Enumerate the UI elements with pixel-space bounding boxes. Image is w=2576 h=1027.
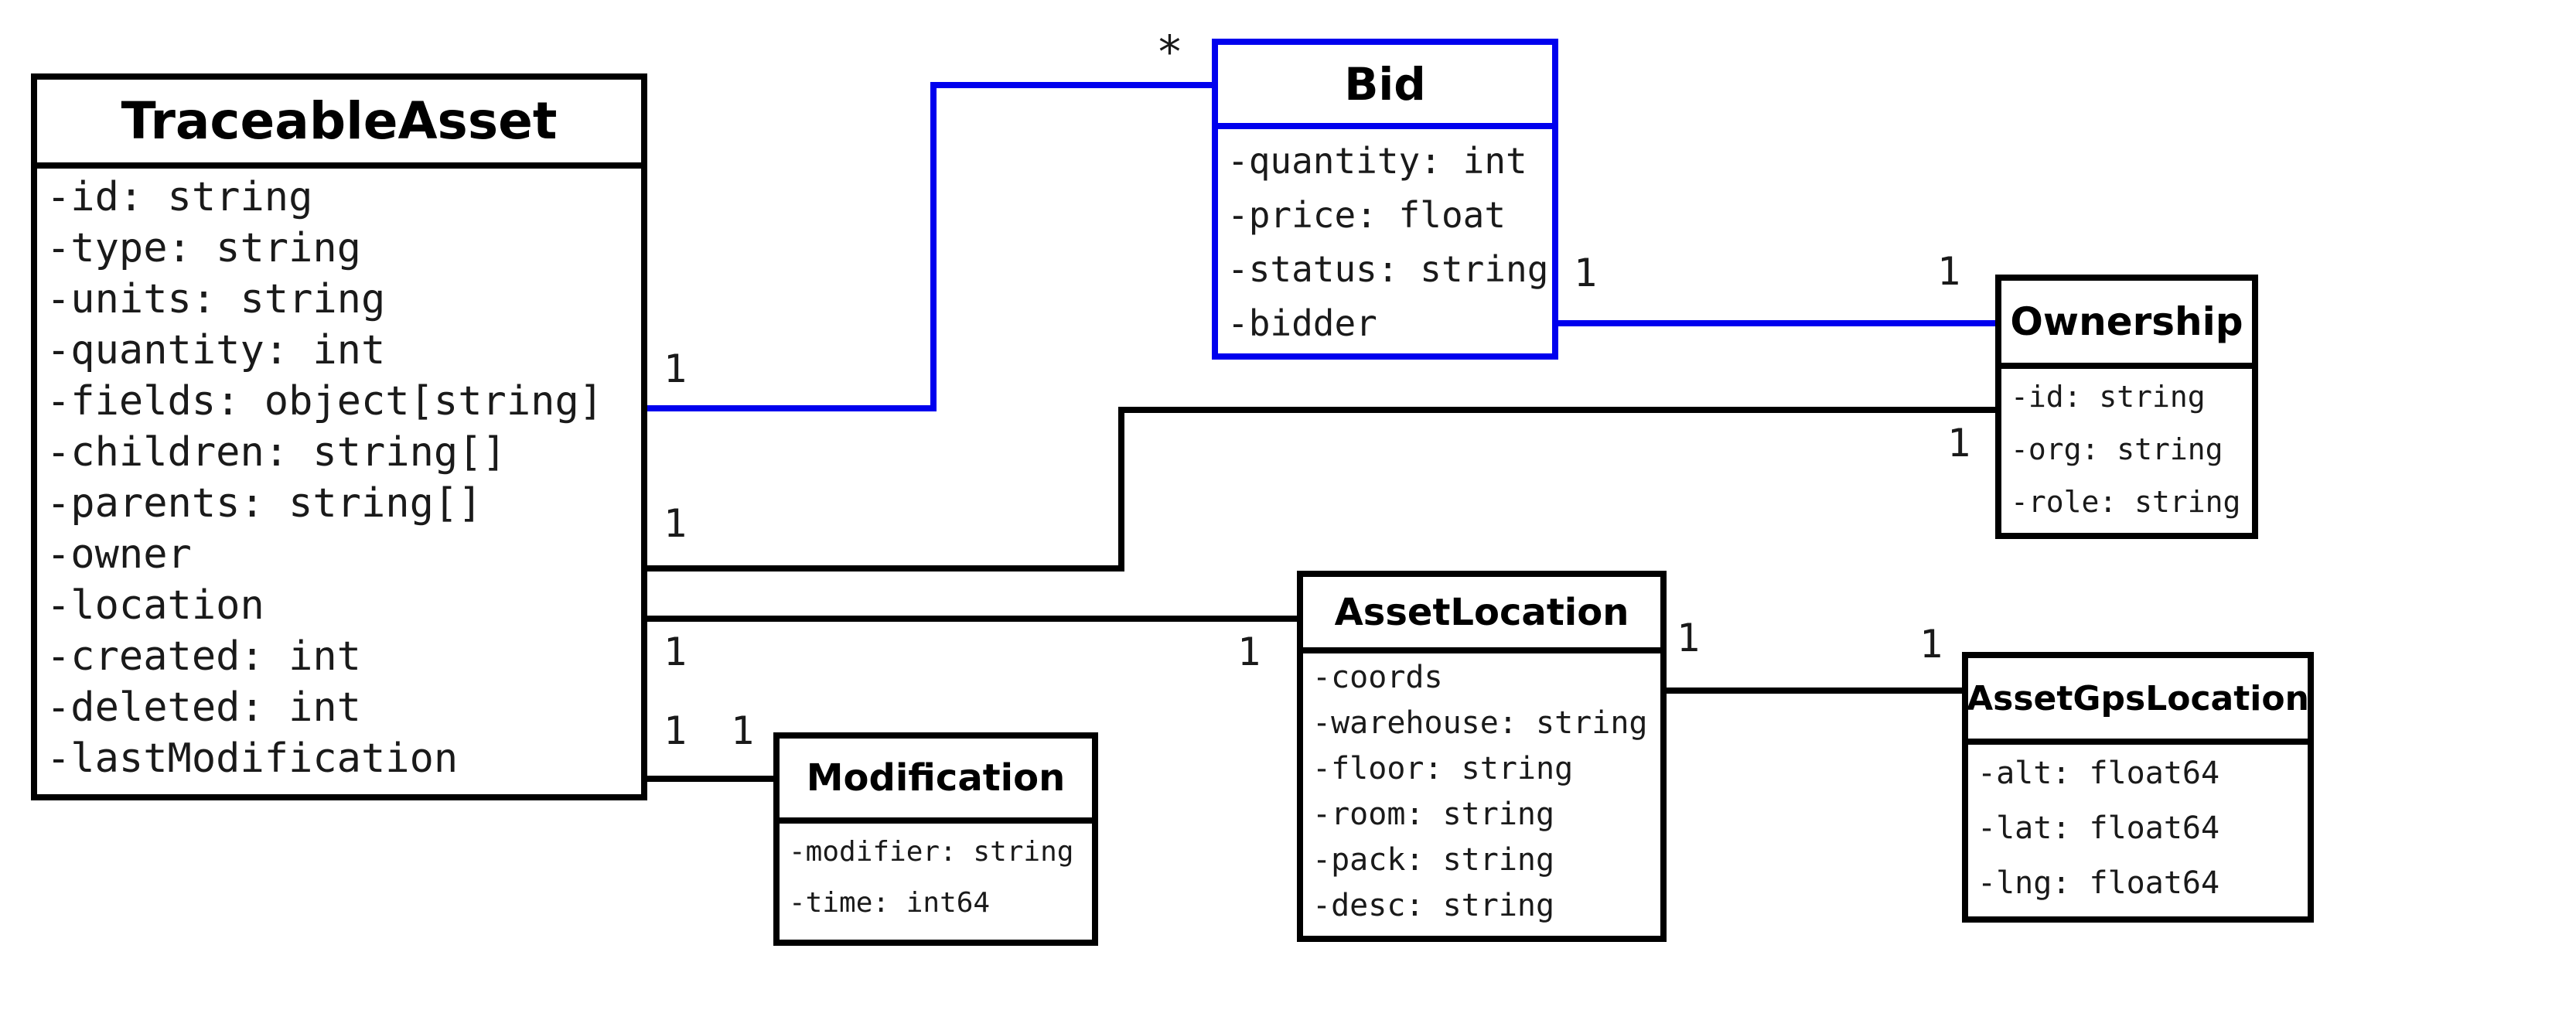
class-attribute: -fields: object[string] [46, 378, 604, 425]
multiplicity-label: 1 [731, 708, 755, 753]
class-attribute: -units: string [46, 276, 386, 322]
association-traceableasset-assetlocation-segment [647, 616, 1297, 622]
class-attribute: -lastModification [46, 735, 459, 782]
class-box-traceableasset: TraceableAsset -id: string -type: string… [31, 73, 647, 800]
class-attribute: -desc: string [1312, 888, 1555, 923]
association-traceableasset-modification-segment [647, 776, 773, 782]
multiplicity-label: 1 [1237, 630, 1261, 674]
class-title-assetlocation: AssetLocation [1303, 577, 1660, 653]
class-attribute: -parents: string[] [46, 480, 483, 527]
class-attribute: -quantity: int [46, 327, 386, 374]
class-attribute: -floor: string [1312, 751, 1574, 786]
multiplicity-label: 1 [1574, 251, 1598, 295]
class-attribute: -room: string [1312, 797, 1555, 832]
class-box-ownership: Ownership -id: string -org: string -role… [1995, 275, 2258, 539]
class-attribute: -created: int [46, 633, 361, 680]
class-attribute: -bidder [1227, 302, 1377, 344]
multiplicity-label: * [1156, 26, 1183, 78]
association-bid-ownership-segment [1558, 320, 1995, 326]
class-attribute: -coords [1312, 660, 1443, 695]
class-title-ownership: Ownership [2001, 281, 2252, 369]
multiplicity-label: 1 [1677, 616, 1701, 660]
class-attribute: -modifier: string [789, 836, 1074, 868]
class-attribute: -location [46, 582, 264, 629]
class-box-assetlocation: AssetLocation -coords -warehouse: string… [1297, 571, 1667, 942]
association-traceableasset-bid-segment [930, 82, 1212, 88]
association-traceableasset-ownership-segment [647, 565, 1124, 572]
class-attribute: -children: string[] [46, 429, 507, 476]
class-attribute: -price: float [1227, 194, 1506, 236]
multiplicity-label: 1 [664, 708, 688, 753]
class-attribute: -warehouse: string [1312, 705, 1648, 741]
class-box-modification: Modification -modifier: string -time: in… [773, 732, 1098, 946]
multiplicity-label: 1 [664, 630, 688, 674]
class-title-assetgpslocation: AssetGpsLocation [1967, 658, 2309, 745]
association-traceableasset-ownership-segment [1118, 407, 1124, 572]
class-title-modification: Modification [780, 739, 1092, 824]
association-assetlocation-assetgpslocation-segment [1667, 688, 1962, 694]
class-attribute: -id: string [46, 174, 313, 220]
class-attribute: -time: int64 [789, 887, 991, 919]
class-attribute: -status: string [1227, 248, 1549, 290]
multiplicity-label: 1 [664, 501, 688, 546]
class-attribute: -type: string [46, 225, 361, 271]
association-traceableasset-bid-segment [647, 405, 937, 411]
class-attribute: -quantity: int [1227, 140, 1527, 182]
class-box-assetgpslocation: AssetGpsLocation -alt: float64 -lat: flo… [1962, 652, 2314, 923]
class-attribute: -role: string [2011, 485, 2241, 519]
association-traceableasset-bid-segment [930, 85, 937, 411]
class-box-bid: Bid -quantity: int -price: float -status… [1212, 39, 1558, 360]
multiplicity-label: 1 [664, 346, 688, 391]
association-traceableasset-ownership-segment [1118, 407, 1995, 413]
class-attribute: -owner [46, 531, 192, 578]
class-attribute: -lat: float64 [1977, 810, 2220, 846]
multiplicity-label: 1 [1919, 622, 1943, 667]
class-title-bid: Bid [1218, 45, 1552, 129]
class-attribute: -pack: string [1312, 842, 1555, 878]
class-attribute: -org: string [2011, 432, 2223, 466]
multiplicity-label: 1 [1947, 421, 1971, 466]
class-attribute: -lng: float64 [1977, 865, 2220, 901]
class-attribute: -alt: float64 [1977, 756, 2220, 791]
multiplicity-label: 1 [1937, 249, 1961, 294]
class-attribute: -id: string [2011, 380, 2206, 414]
class-attribute: -deleted: int [46, 684, 361, 731]
class-title-traceableasset: TraceableAsset [37, 80, 641, 169]
